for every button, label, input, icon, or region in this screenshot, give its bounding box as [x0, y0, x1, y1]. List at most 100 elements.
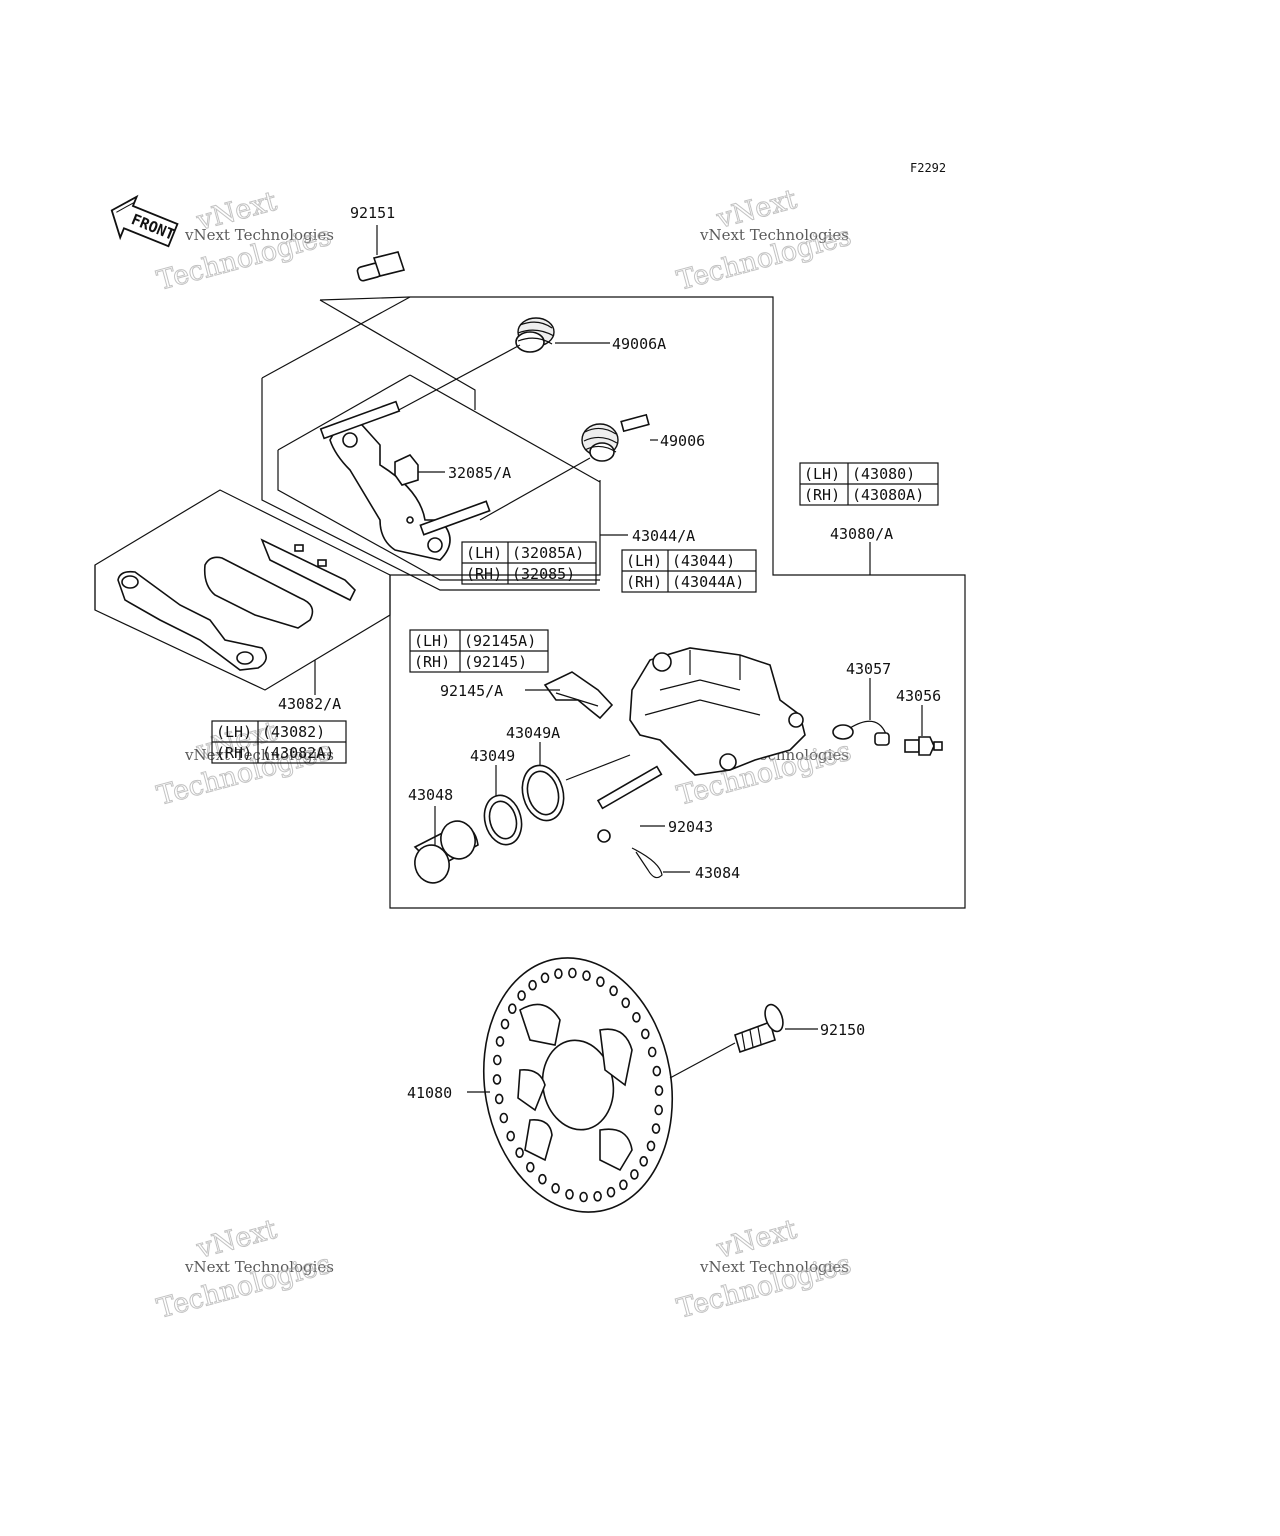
disc-hole	[582, 970, 591, 982]
clip-43084-icon	[631, 847, 690, 879]
table-part-cell: (92145)	[464, 653, 527, 671]
disc-hole	[647, 1046, 657, 1058]
table-side-cell: (RH)	[626, 573, 662, 591]
svg-text:vNext Technologies: vNext Technologies	[184, 746, 334, 764]
disc-hole	[619, 1179, 628, 1191]
disc-hole	[621, 997, 631, 1009]
table-side-cell: (LH)	[466, 544, 502, 562]
label-43082A: 43082/A	[278, 695, 341, 713]
pin-92043-icon	[596, 765, 665, 843]
label-43044A: 43044/A	[632, 527, 695, 545]
table-side-cell: (LH)	[626, 552, 662, 570]
piston-43048-icon	[413, 806, 479, 884]
boot-49006-icon	[479, 413, 658, 521]
label-32085A: 32085/A	[448, 464, 511, 482]
seal-43049A-icon	[521, 742, 565, 822]
disc-hole	[515, 1147, 524, 1158]
disc-hole	[540, 972, 550, 984]
variant-table-92145: (LH) (92145A) (RH) (92145)	[409, 629, 549, 673]
diagram-code: F2292	[910, 161, 946, 175]
label-43080A: 43080/A	[830, 525, 893, 543]
disc-hole	[551, 1183, 560, 1194]
bolt-92151-icon	[356, 225, 406, 282]
spring-92145-icon	[525, 671, 614, 720]
disc-hole	[554, 968, 563, 980]
leader-caliper-piston	[565, 754, 631, 781]
brake-disc-41080-icon	[467, 957, 736, 1213]
table-part-cell: (43082)	[262, 723, 325, 741]
label-43057: 43057	[846, 660, 891, 678]
bleeder-valve-43056-icon	[904, 705, 943, 756]
label-92151: 92151	[350, 204, 395, 222]
disc-hole	[651, 1123, 661, 1134]
disc-hole	[500, 1018, 510, 1030]
disc-hole	[640, 1028, 650, 1040]
watermark-top-right: vNext vNext Technologies Technologies	[673, 183, 855, 297]
svg-text:vNext Technologies: vNext Technologies	[184, 226, 334, 244]
svg-text:vNext Technologies: vNext Technologies	[699, 226, 849, 244]
clip-32085-icon	[394, 454, 445, 486]
label-92145A: 92145/A	[440, 682, 503, 700]
disc-hole	[525, 1161, 535, 1173]
label-43049: 43049	[470, 747, 515, 765]
disc-hole	[492, 1054, 502, 1066]
label-92150: 92150	[820, 1021, 865, 1039]
svg-text:vNext Technologies: vNext Technologies	[699, 1258, 849, 1276]
disc-hole	[609, 985, 618, 997]
table-part-cell: (32085)	[512, 565, 575, 583]
svg-text:vNext Technologies: vNext Technologies	[184, 1258, 334, 1276]
label-43084: 43084	[695, 864, 740, 882]
caliper-body-icon	[629, 647, 806, 776]
label-49006A: 49006A	[612, 335, 666, 353]
table-part-cell: (92145A)	[464, 632, 536, 650]
disc-hole	[495, 1036, 505, 1047]
front-arrow-icon: FRONT	[110, 194, 179, 248]
label-49006: 49006	[660, 432, 705, 450]
disc-hole	[506, 1130, 516, 1142]
label-43049A: 43049A	[506, 724, 560, 742]
seal-43049-icon	[483, 765, 523, 846]
variant-table-43082: (LH) (43082) (RH) (43082A)	[211, 720, 347, 764]
table-part-cell: (43044A)	[672, 573, 744, 591]
boot-49006A-icon	[394, 317, 610, 413]
disc-hole	[596, 976, 605, 988]
disc-hole	[652, 1065, 662, 1077]
table-side-cell: (LH)	[414, 632, 450, 650]
disc-hole	[568, 967, 577, 979]
disc-hole	[494, 1093, 504, 1105]
table-part-cell: (32085A)	[512, 544, 584, 562]
variant-table-43044: (LH) (43044) (RH) (43044A)	[621, 549, 757, 593]
disc-hole	[565, 1189, 574, 1200]
table-side-cell: (LH)	[804, 465, 840, 483]
disc-hole	[654, 1085, 664, 1096]
watermark-bottom-right: vNext vNext Technologies Technologies	[673, 1213, 855, 1325]
label-43048: 43048	[408, 786, 453, 804]
label-43056: 43056	[896, 687, 941, 705]
table-part-cell: (43082A)	[262, 744, 334, 762]
variant-table-43080: (LH)(43080)(RH)(43080A)	[799, 462, 939, 506]
table-side-cell: (RH)	[804, 486, 840, 504]
disc-hole	[579, 1191, 588, 1203]
table-side-cell: (RH)	[466, 565, 502, 583]
label-92043: 92043	[668, 818, 713, 836]
disc-hole	[630, 1169, 639, 1180]
bleeder-cap-43057-icon	[832, 678, 890, 746]
assembly-frame-lines	[94, 296, 966, 909]
table-side-cell: (RH)	[414, 653, 450, 671]
brake-pads-icon	[117, 538, 356, 671]
disc-hole	[517, 990, 526, 1001]
variant-table-32085: (LH) (32085A) (RH) (32085)	[461, 541, 597, 585]
disc-hole	[538, 1173, 547, 1185]
disc-hole	[646, 1140, 656, 1152]
table-part-cell: (43044)	[672, 552, 735, 570]
watermark-top-left: vNext vNext Technologies Technologies	[153, 185, 335, 297]
bolt-92150-icon	[734, 1003, 818, 1054]
table-side-cell: (RH)	[216, 744, 252, 762]
watermark-bottom-left: vNext vNext Technologies Technologies	[153, 1213, 335, 1325]
disc-hole	[639, 1156, 649, 1167]
disc-hole	[528, 979, 537, 991]
disc-hole	[499, 1112, 509, 1124]
table-side-cell: (LH)	[216, 723, 252, 741]
disc-hole	[593, 1191, 602, 1202]
